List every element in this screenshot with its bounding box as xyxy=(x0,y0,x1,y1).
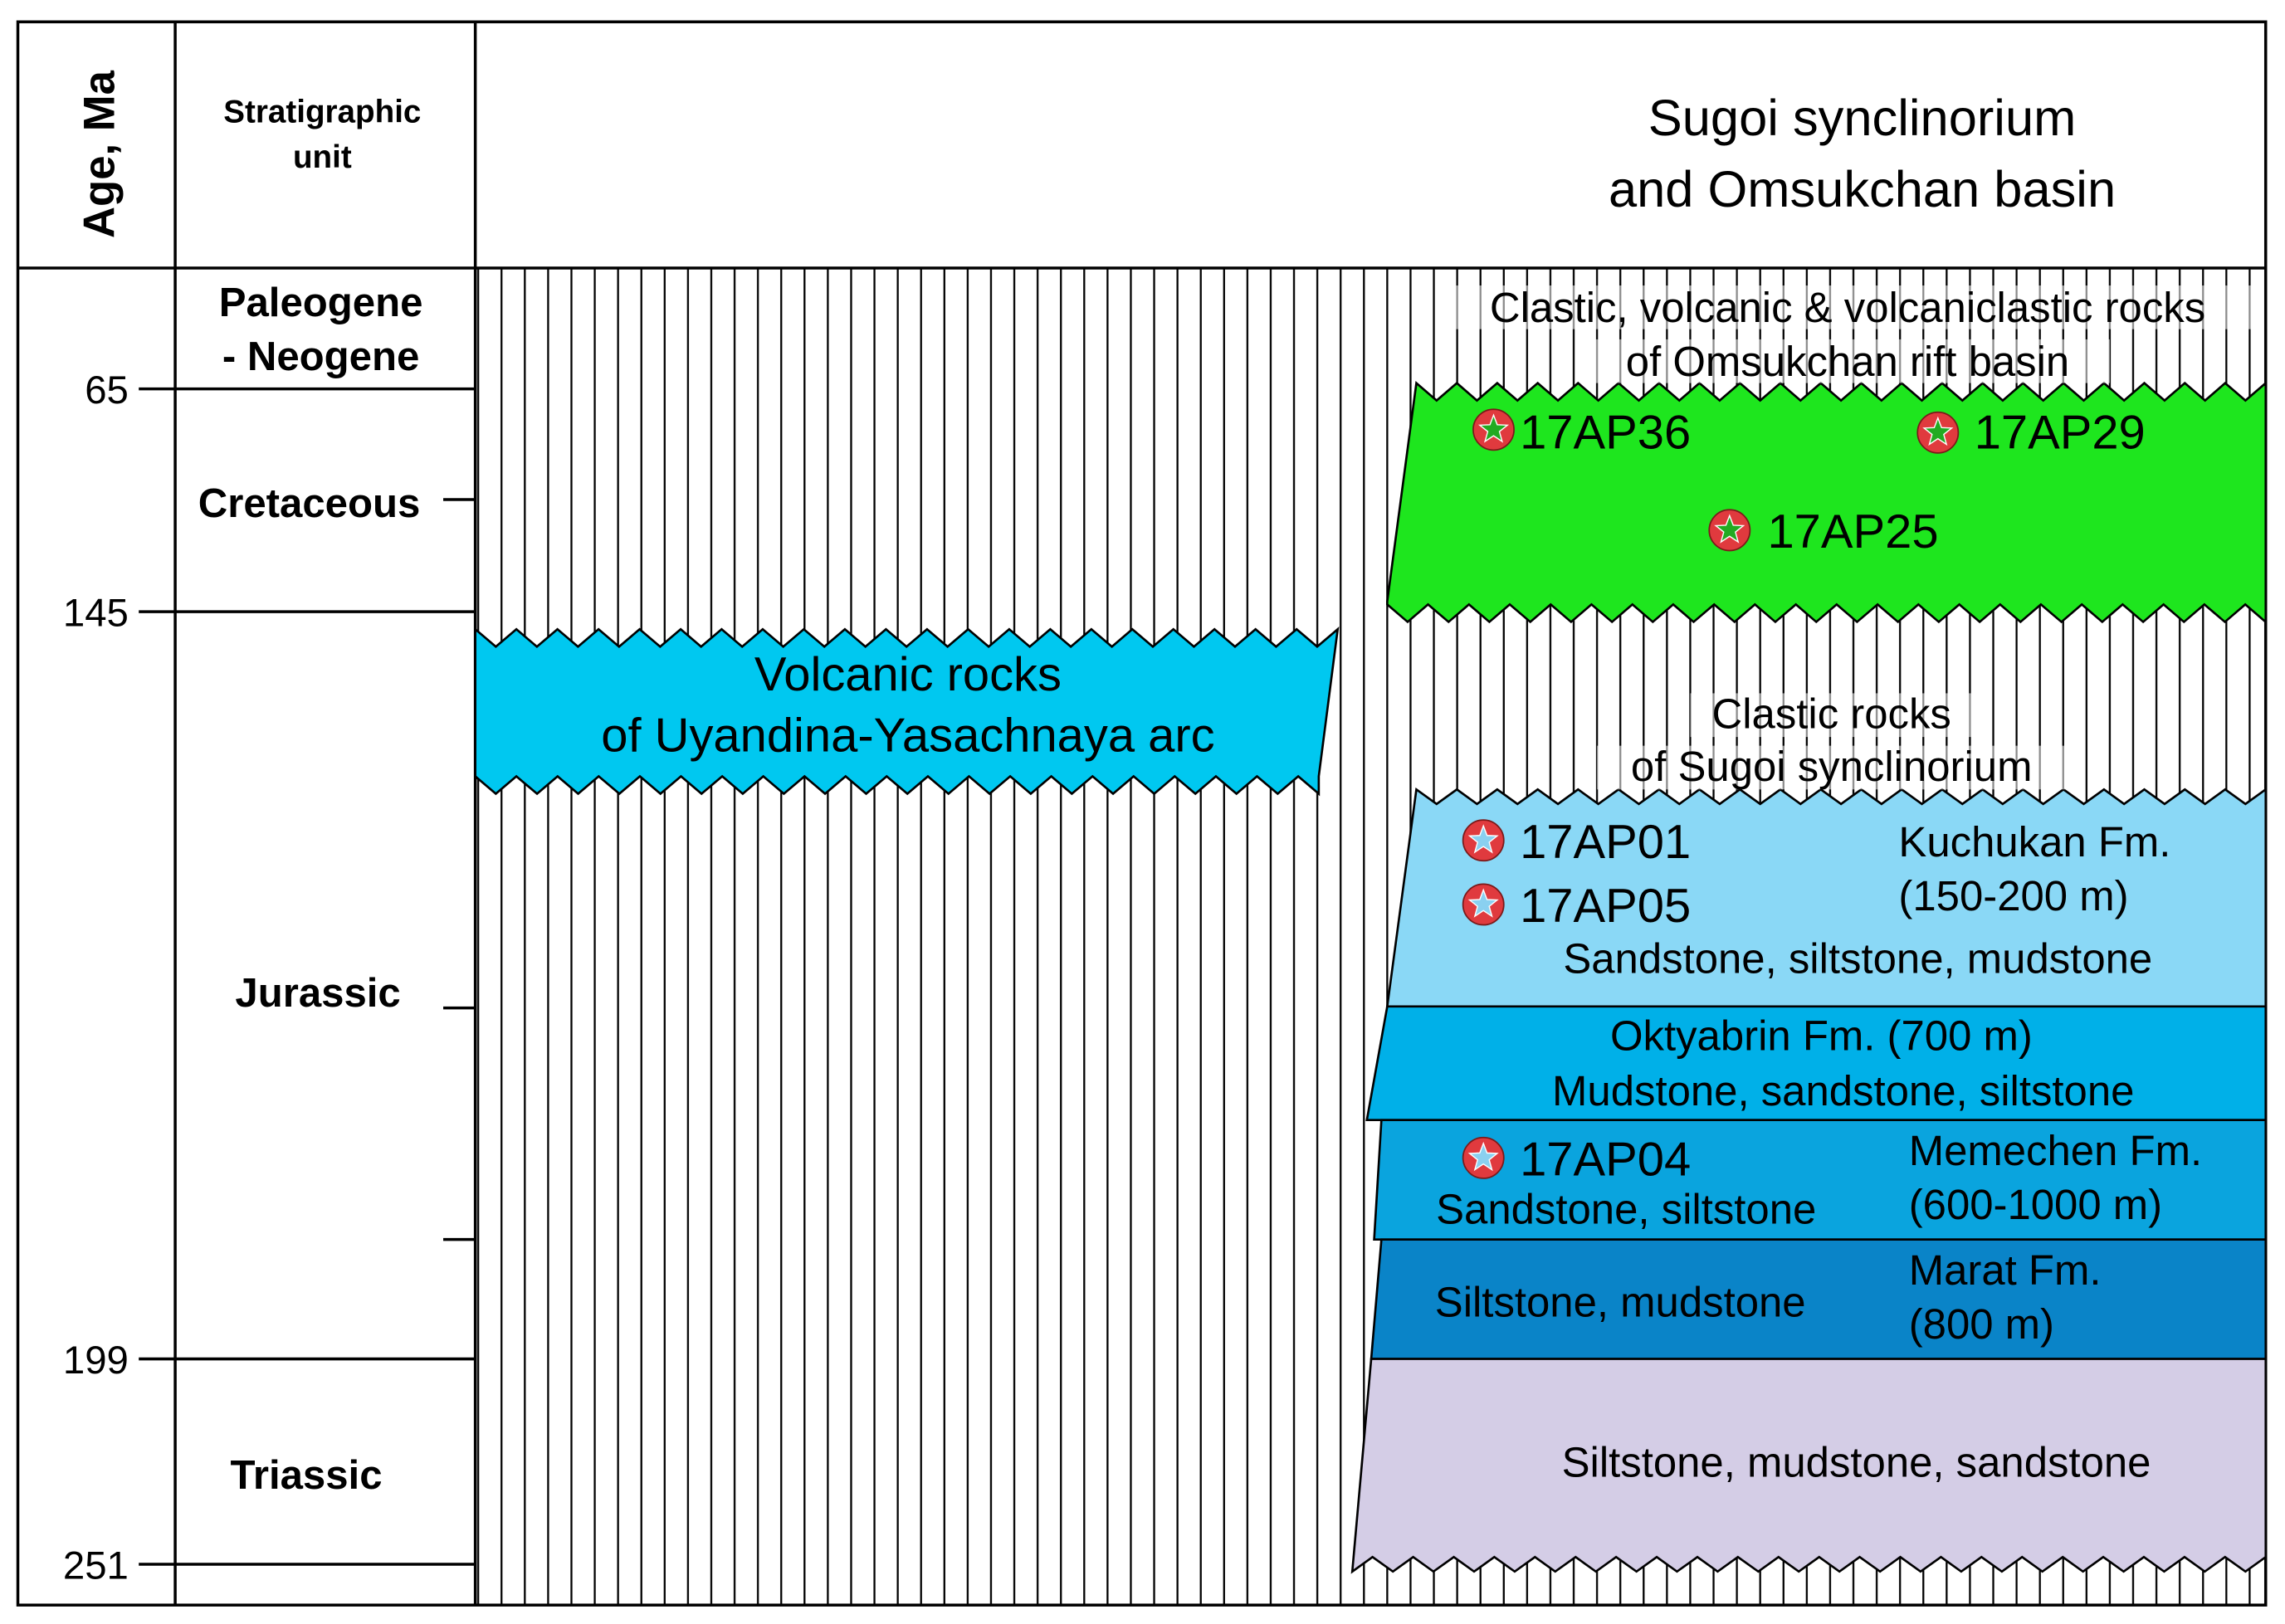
triassic-lithology: Siltstone, mudstone, sandstone xyxy=(1562,1439,2151,1486)
oktyabrin-line1: Oktyabrin Fm. (700 m) xyxy=(1610,1012,2033,1059)
age-axis-label: Age, Ma xyxy=(75,70,124,238)
unit-paleogene-line2: - Neogene xyxy=(222,334,419,379)
memechen-name: Memechen Fm. xyxy=(1909,1127,2202,1174)
sample-17AP05-marker xyxy=(1462,883,1505,926)
age-251: 251 xyxy=(63,1544,129,1588)
age-boundaries xyxy=(139,387,476,1566)
sugoi-clastic-line2: of Sugoi synclinorium xyxy=(1631,743,2033,790)
age-199: 199 xyxy=(63,1339,129,1383)
sample-17AP04-marker xyxy=(1462,1136,1505,1179)
memechen-thickness: (600-1000 m) xyxy=(1909,1181,2162,1228)
unit-jurassic: Jurassic xyxy=(235,971,400,1016)
sample-markers xyxy=(1462,408,1960,1179)
volcanic-arc-line2: of Uyandina-Yasachnaya arc xyxy=(601,710,1214,763)
sugoi-clastic-line1: Clastic rocks xyxy=(1712,690,1951,738)
volcanic-arc-label: Volcanic rocks of Uyandina-Yasachnaya ar… xyxy=(601,648,1214,763)
kuchukan-lithology: Sandstone, siltstone, mudstone xyxy=(1563,934,2152,982)
triassic-unit xyxy=(1350,1358,2268,1574)
marat-thickness: (800 m) xyxy=(1909,1300,2054,1348)
rift-basin-label: Clastic, volcanic & volcaniclastic rocks… xyxy=(1443,284,2253,385)
unit-header-line2: unit xyxy=(293,139,352,175)
unit-triassic: Triassic xyxy=(231,1453,383,1498)
cretaceous-volcanic-unit xyxy=(1386,380,2268,625)
sample-17AP05-label: 17AP05 xyxy=(1520,880,1691,933)
kuchukan-name: Kuchukan Fm. xyxy=(1898,818,2170,866)
sugoi-clastic-label: Clastic rocks of Sugoi synclinorium xyxy=(1597,690,2067,790)
oktyabrin-line2: Mudstone, sandstone, siltstone xyxy=(1552,1067,2134,1114)
sample-17AP29-marker xyxy=(1916,411,1960,454)
memechen-lithology: Sandstone, siltstone xyxy=(1436,1185,1816,1232)
marat-name: Marat Fm. xyxy=(1909,1246,2102,1294)
sample-17AP01-label: 17AP01 xyxy=(1520,816,1691,869)
volcanic-arc-unit xyxy=(474,627,1340,797)
kuchukan-formation xyxy=(1385,787,2268,1008)
sample-17AP25-label: 17AP25 xyxy=(1767,505,1938,558)
title-line1: Sugoi synclinorium xyxy=(1648,90,2077,147)
unit-cretaceous: Cretaceous xyxy=(198,481,421,526)
sample-17AP04-label: 17AP04 xyxy=(1520,1133,1691,1186)
age-65: 65 xyxy=(85,368,129,412)
sample-17AP29-label: 17AP29 xyxy=(1975,407,2146,460)
sample-17AP01-marker xyxy=(1462,819,1505,862)
age-145: 145 xyxy=(63,592,129,636)
rift-basin-line2: of Omsukchan rift basin xyxy=(1626,338,2069,385)
volcanic-arc-line1: Volcanic rocks xyxy=(754,648,1062,701)
title-line2: and Omsukchan basin xyxy=(1609,161,2116,218)
sample-17AP36-marker xyxy=(1472,408,1515,451)
unit-paleogene-line1: Paleogene xyxy=(219,280,423,325)
unit-header-line1: Stratigraphic xyxy=(223,94,421,129)
kuchukan-thickness: (150-200 m) xyxy=(1898,872,2128,919)
marat-lithology: Siltstone, mudstone xyxy=(1435,1279,1806,1326)
sample-17AP25-marker xyxy=(1708,509,1751,552)
rift-basin-line1: Clastic, volcanic & volcaniclastic rocks xyxy=(1490,284,2205,331)
sample-17AP36-label: 17AP36 xyxy=(1520,407,1691,460)
